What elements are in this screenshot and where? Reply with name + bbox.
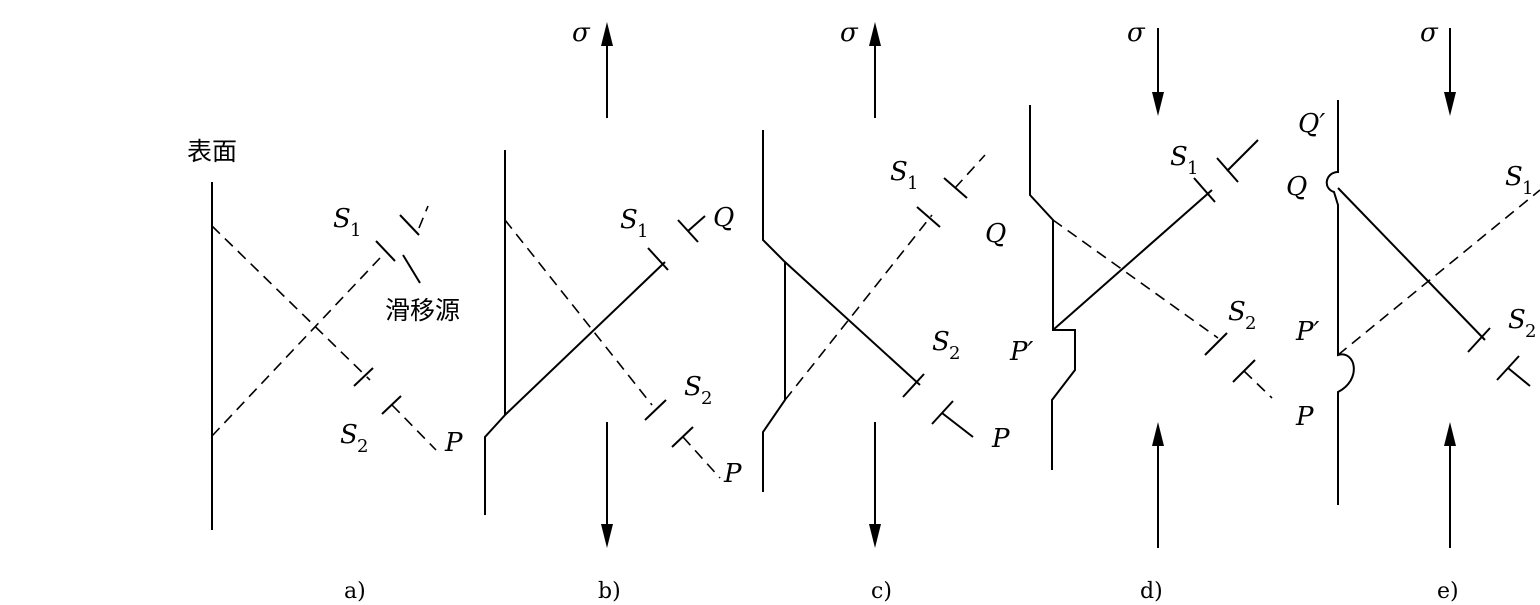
panel-c: σ S 1 Q S 2 P [762, 18, 1010, 548]
panel-a: 表面 滑移源 S 1 S 2 P [187, 137, 463, 530]
panel-c-q-label: Q [985, 219, 1006, 249]
panel-e-s2-tail [1507, 367, 1531, 387]
panel-e-s2-bar-1 [1467, 327, 1491, 353]
panel-d-s1-bar-1 [1193, 177, 1216, 203]
panel-a-dashed-slip-line-s1 [211, 257, 381, 437]
panel-b-surface-line [484, 150, 506, 515]
panel-c-s1-subscript: 1 [907, 173, 918, 194]
panel-a-s2-dash-tail [391, 404, 437, 451]
panel-a-s1-bar-2 [399, 214, 420, 236]
panel-d-p-prime-label: P′ [1009, 337, 1033, 367]
panel-b: σ S 1 Q S 2 P [484, 18, 742, 548]
panel-e-surface-line [1325, 100, 1355, 505]
caption-a: a) [344, 579, 366, 604]
panel-a-s2-subscript: 2 [357, 436, 368, 457]
panel-e-stress-arrow-up-head [1444, 422, 1456, 446]
panel-a-s1-label: S [333, 204, 351, 234]
surface-label: 表面 [187, 137, 237, 166]
panel-e-p-prime-label: P′ [1295, 317, 1319, 347]
panel-e-dashed-slip-s1 [1337, 189, 1540, 356]
panel-b-dashed-slip-s2 [504, 219, 653, 406]
panel-c-sigma-label: σ [840, 18, 859, 48]
panel-e-s1-label: S [1505, 162, 1523, 192]
panel-d-surface-line [1029, 105, 1076, 470]
panel-d-s1-label: S [1170, 142, 1188, 172]
caption-d: d) [1140, 579, 1163, 604]
panel-d-stress-arrow-up-head [1152, 422, 1164, 446]
panel-c-s2-tail [941, 412, 974, 438]
panel-c-s2-subscript: 2 [949, 343, 960, 364]
panel-b-s2-label: S [684, 372, 702, 402]
panel-c-solid-slip-s2 [784, 261, 921, 386]
panel-d: σ S 1 S 2 P′ [1009, 18, 1273, 548]
caption-e: e) [1437, 579, 1459, 604]
slip-source-label: 滑移源 [385, 296, 460, 325]
panel-e-q-prime-label: Q′ [1298, 109, 1325, 139]
panel-b-s2-bar-1 [644, 399, 667, 421]
panel-c-s1-bar-1 [916, 206, 941, 228]
panel-captions: a) b) c) d) e) [344, 579, 1459, 604]
panel-b-s2-dash-tail [682, 436, 721, 479]
panel-b-s1-tail [687, 215, 706, 232]
panel-b-q-label: Q [713, 203, 734, 233]
panel-c-s1-dash-tail [954, 154, 986, 189]
panel-b-stress-arrow-up-head [601, 22, 613, 46]
panel-e-stress-arrow-down-head [1444, 92, 1456, 116]
panel-d-s1-tail [1226, 139, 1259, 172]
panel-a-p-label: P [444, 428, 463, 458]
panel-a-s2-label: S [340, 420, 358, 450]
panel-b-p-label: P [723, 459, 742, 489]
panel-b-solid-slip-s1 [504, 261, 666, 416]
panel-c-stress-arrow-down-head [869, 524, 881, 548]
panel-a-dashed-slip-line-s2 [211, 225, 371, 381]
panel-d-s2-bar-1 [1204, 332, 1228, 356]
panel-c-s1-label: S [890, 157, 908, 187]
caption-c: c) [871, 579, 892, 604]
panel-a-s1-dash-tail [418, 205, 429, 229]
panel-c-surface-line [762, 130, 786, 492]
panel-d-stress-arrow-down-head [1152, 92, 1164, 116]
panel-e-p-label: P [1295, 402, 1314, 432]
panel-b-s1-bar-1 [647, 247, 669, 271]
panel-e-s1-subscript: 1 [1522, 178, 1533, 199]
caption-b: b) [598, 579, 621, 604]
panel-c-dashed-slip-s1 [784, 214, 933, 401]
panel-d-s2-dash-tail [1243, 370, 1273, 399]
panel-b-s1-subscript: 1 [637, 221, 648, 242]
panel-d-s2-label: S [1228, 297, 1246, 327]
panel-c-stress-arrow-up-head [869, 22, 881, 46]
panel-c-s2-label: S [932, 327, 950, 357]
panel-b-s1-label: S [620, 205, 638, 235]
panel-e-q-label: Q [1286, 172, 1307, 202]
panel-e: σ Q′ Q P′ P S 1 S 2 [1286, 18, 1540, 548]
panel-d-s2-subscript: 2 [1245, 313, 1256, 334]
panel-a-s2-bar-2 [381, 395, 402, 415]
panel-e-solid-slip-s2 [1337, 187, 1486, 341]
panel-b-s2-subscript: 2 [701, 388, 712, 409]
panel-b-sigma-label: σ [572, 18, 591, 48]
panel-c-p-label: P [991, 424, 1010, 454]
panel-a-s2-bar-1 [353, 367, 374, 387]
panel-e-sigma-label: σ [1420, 18, 1439, 48]
panel-e-s2-subscript: 2 [1525, 321, 1536, 342]
panel-c-s2-bar-1 [902, 373, 925, 398]
panel-d-solid-slip-s1 [1052, 189, 1213, 331]
panel-d-dashed-slip-s2 [1052, 219, 1219, 339]
panel-a-s1-subscript: 1 [350, 220, 361, 241]
panel-b-s2-bar-2 [671, 426, 694, 448]
panel-a-slip-source-pointer [402, 254, 421, 284]
panel-e-s2-label: S [1508, 305, 1526, 335]
panel-d-sigma-label: σ [1127, 18, 1146, 48]
panel-d-s1-subscript: 1 [1187, 158, 1198, 179]
panel-a-s1-bar-1 [375, 240, 396, 262]
panel-b-stress-arrow-down-head [601, 524, 613, 548]
